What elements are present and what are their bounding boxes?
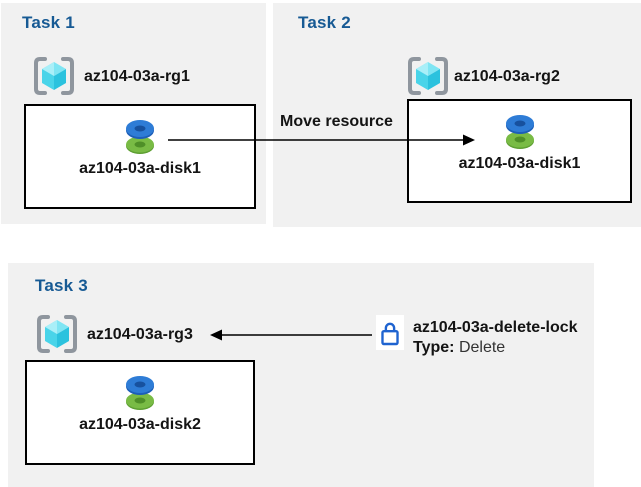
delete-lock-name: az104-03a-delete-lock	[413, 319, 578, 336]
task1-panel: Task 1 az104-03a-rg1 az104-03a-disk1	[1, 3, 266, 224]
move-resource-arrow	[168, 134, 475, 146]
resource-group-icon	[408, 57, 448, 95]
delete-lock-type-value: Delete	[458, 339, 506, 356]
task3-title: Task 3	[35, 276, 88, 295]
resource-group-name: az104-03a-rg3	[87, 326, 193, 343]
disk-icon	[126, 376, 154, 410]
delete-lock-type-label: Type:	[413, 339, 455, 356]
delete-lock-badge	[376, 315, 404, 350]
resource-group-name: az104-03a-rg2	[454, 68, 560, 85]
task2-panel: Task 2 az104-03a-rg2 az104-03a-disk1	[273, 3, 641, 227]
disk-name: az104-03a-disk1	[79, 160, 201, 177]
delete-lock-type: Type: Delete	[413, 338, 578, 358]
resource-group-icon	[34, 57, 74, 95]
task1-resource-box: az104-03a-disk1	[24, 104, 256, 209]
task2-title: Task 2	[298, 13, 351, 32]
lock-icon	[381, 322, 399, 345]
task1-title: Task 1	[22, 13, 75, 32]
disk-icon	[126, 120, 154, 154]
resource-group-icon	[37, 315, 77, 353]
disk-icon	[505, 115, 534, 149]
disk-name: az104-03a-disk2	[79, 416, 201, 433]
disk-name: az104-03a-disk1	[458, 155, 581, 172]
delete-lock-arrow	[210, 329, 372, 341]
task3-resource-box: az104-03a-disk2	[25, 360, 255, 465]
resource-group-name: az104-03a-rg1	[84, 68, 190, 85]
task2-resource-box: az104-03a-disk1	[407, 99, 632, 203]
move-resource-label: Move resource	[280, 113, 393, 130]
task3-panel: Task 3 az104-03a-rg3 az104-03a-disk2 az1…	[8, 263, 594, 487]
delete-lock-text: az104-03a-delete-lock Type: Delete	[413, 318, 578, 358]
